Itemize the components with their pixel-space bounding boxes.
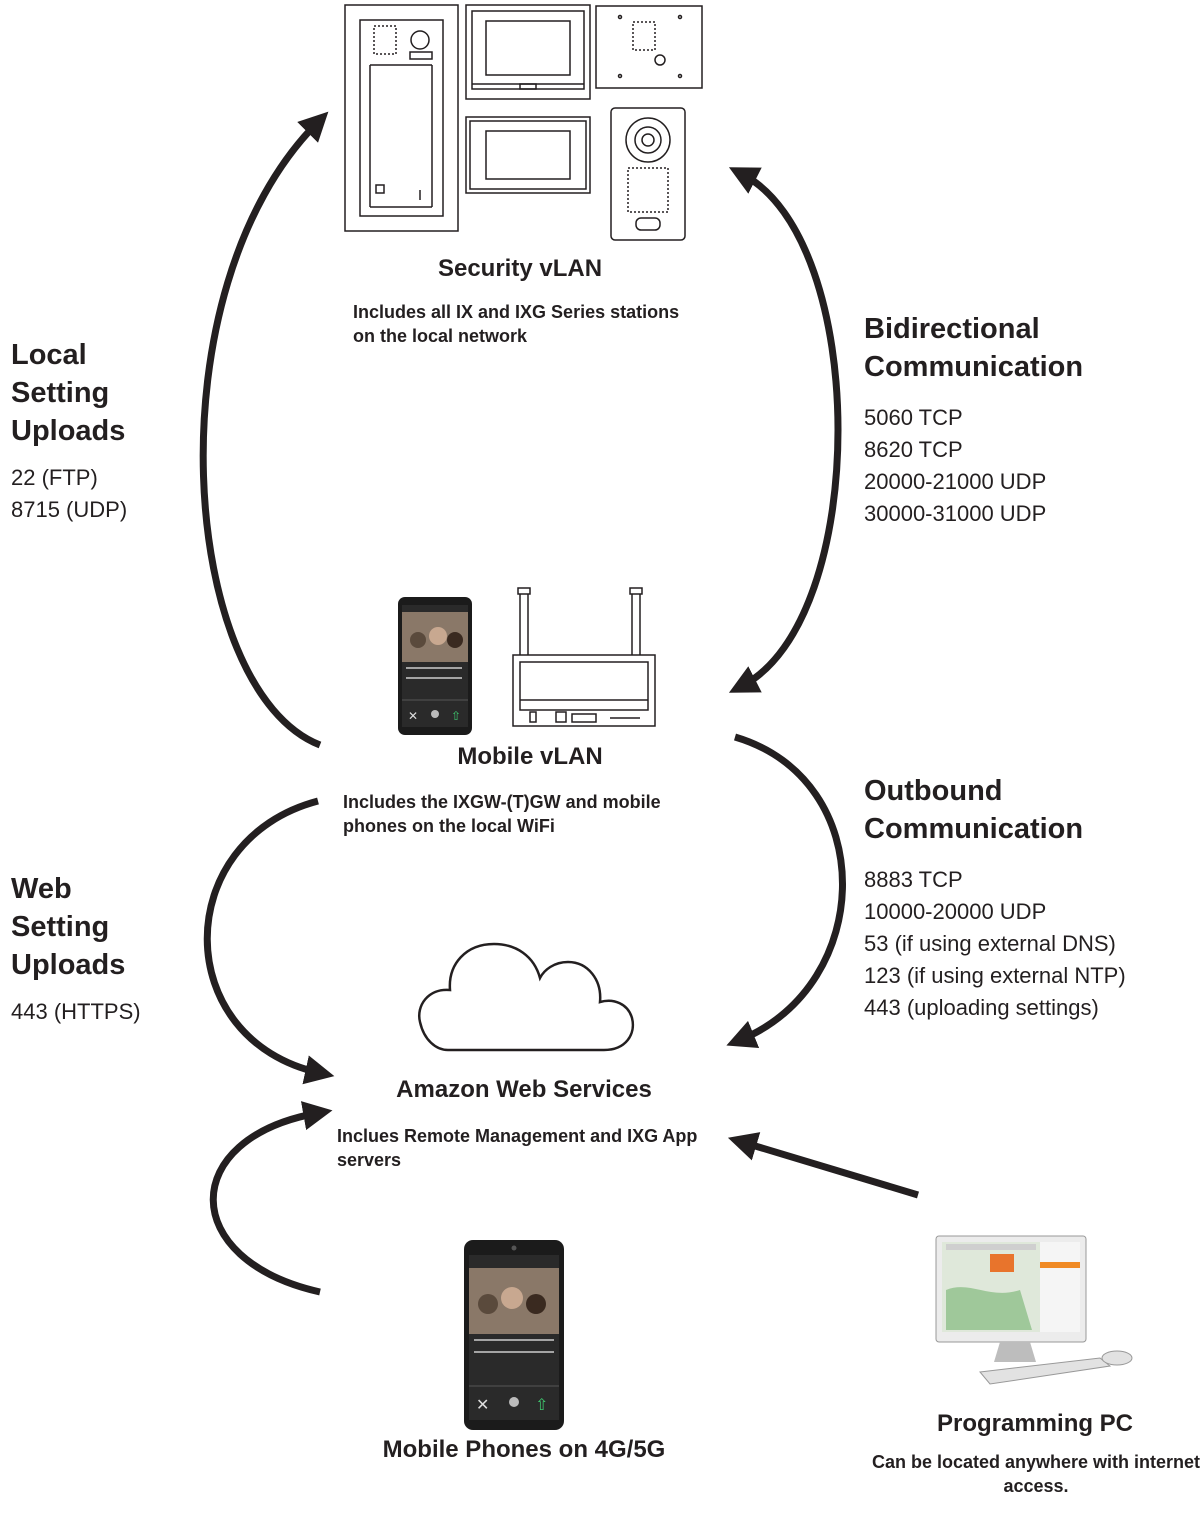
mobile-phone-arrow [209, 1101, 333, 1296]
bidirectional-arrow [728, 167, 842, 693]
programming-pc-description: Can be located anywhere with internet ac… [871, 1452, 1201, 1496]
connection-heading: Bidirectional Communication [864, 313, 1084, 383]
aws-title: Amazon Web Services [396, 1076, 652, 1103]
smartphone-icon: ✕ ⇧ [398, 597, 472, 735]
mobile-vlan-description: Includes the IXGW-(T)GW and mobile phone… [343, 792, 661, 836]
connection-heading: Web Setting Uploads [11, 873, 126, 981]
gateway-router-icon [512, 587, 656, 727]
bidirectional-label: Bidirectional Communication 5060 TCP 862… [864, 310, 1083, 530]
svg-text:⇧: ⇧ [451, 709, 461, 723]
cloud-icon [417, 942, 635, 1052]
port-list: 22 (FTP) 8715 (UDP) [11, 465, 128, 522]
programming-pc-title: Programming PC [936, 1410, 1134, 1437]
mobile-phones-title: Mobile Phones on 4G/5G [382, 1436, 666, 1463]
local-upload-arrow [199, 111, 329, 749]
desktop-computer-icon [935, 1235, 1133, 1385]
svg-text:✕: ✕ [408, 709, 418, 723]
aws-description: Inclues Remote Management and IXG App se… [337, 1126, 698, 1170]
web-upload-label: Web Setting Uploads 443 (HTTPS) [11, 870, 141, 1028]
security-vlan-description: Includes all IX and IXG Series stations … [353, 302, 680, 346]
port-list: 8883 TCP 10000-20000 UDP 53 (if using ex… [864, 867, 1126, 1020]
outbound-label: Outbound Communication 8883 TCP 10000-20… [864, 772, 1126, 1024]
security-vlan-title: Security vLAN [437, 255, 603, 282]
port-list: 443 (HTTPS) [11, 999, 141, 1024]
mobile-vlan-title: Mobile vLAN [457, 743, 603, 770]
outbound-arrow [726, 733, 846, 1049]
web-upload-arrow [203, 797, 335, 1085]
svg-text:✕: ✕ [476, 1395, 489, 1414]
connection-heading: Local Setting Uploads [11, 339, 126, 447]
connection-heading: Outbound Communication [864, 775, 1084, 845]
local-upload-label: Local Setting Uploads 22 (FTP) 8715 (UDP… [11, 336, 127, 526]
smartphone-icon: ✕ ⇧ [464, 1240, 564, 1430]
port-list: 5060 TCP 8620 TCP 20000-21000 UDP 30000-… [864, 405, 1047, 526]
intercom-stations-icon [344, 4, 703, 241]
svg-text:⇧: ⇧ [535, 1395, 548, 1414]
programming-pc-arrow [727, 1132, 920, 1199]
